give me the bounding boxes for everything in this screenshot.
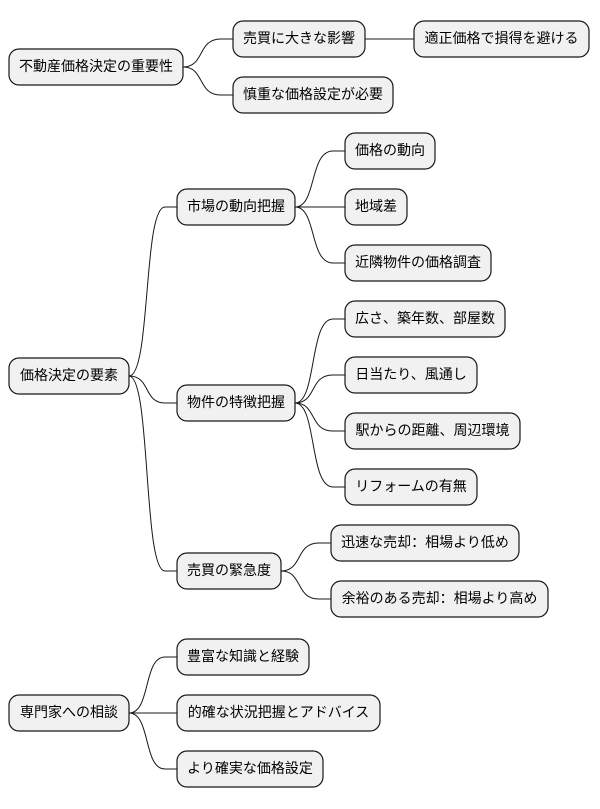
node-price-trend: 価格の動向 [344,132,436,170]
node-size-age-rooms: 広さ、築年数、部屋数 [344,300,506,338]
node-market-trend: 市場の動向把握 [176,188,296,226]
node-big-impact-label: 売買に大きな影響 [243,30,355,47]
node-urgency-label: 売買の緊急度 [187,563,271,579]
node-careful-pricing-label: 慎重な価格設定が必要 [243,87,383,103]
node-sunlight-label: 日当たり、風通し [355,367,466,383]
connector-line [128,375,177,404]
connector-line [294,402,345,488]
root-node-importance-label: 不動産価格決定の重要性 [19,59,173,75]
connector-line [128,656,177,714]
connector-line [182,38,233,68]
connector-line [128,712,177,770]
node-renovation-label: リフォームの有無 [355,479,467,495]
node-avoid-loss-label: 適正価格で損得を避ける [425,30,579,47]
node-avoid-loss: 適正価格で損得を避ける [413,20,590,58]
node-big-impact: 売買に大きな影響 [232,20,366,58]
node-relaxed-sale: 余裕のある売却：相場より高め [330,580,549,618]
node-urgency: 売買の緊急度 [176,552,282,590]
mindmap-edges [128,38,414,770]
node-nearby-survey: 近隣物件の価格調査 [344,244,492,282]
connector-line [294,150,345,208]
node-relaxed-sale-label: 余裕のある売却：相場より高め [342,590,538,607]
node-renovation: リフォームの有無 [344,468,478,506]
node-advice-label: 的確な状況把握とアドバイス [188,705,370,721]
node-property-features-label: 物件の特徴把握 [187,395,285,411]
node-accurate-pricing: より確実な価格設定 [176,750,324,788]
node-price-trend-label: 価格の動向 [355,143,425,159]
root-node-factors-label: 価格決定の要素 [20,368,118,384]
node-accurate-pricing-label: より確実な価格設定 [187,761,313,777]
connector-line [128,206,177,377]
node-station-distance-label: 駅からの距離、周辺環境 [356,422,510,439]
mindmap-nodes: 不動産価格決定の重要性 売買に大きな影響 適正価格で損得を避ける 慎重な価格設定… [8,20,590,788]
connector-line [294,402,345,432]
connector-line [294,374,345,404]
node-sunlight: 日当たり、風通し [344,356,478,394]
node-careful-pricing: 慎重な価格設定が必要 [232,76,394,114]
root-node-importance: 不動産価格決定の重要性 [8,48,184,86]
node-regional-diff-label: 地域差 [355,199,397,215]
root-node-consultation: 専門家への相談 [8,694,130,732]
connector-line [294,206,345,264]
node-market-trend-label: 市場の動向把握 [187,198,285,215]
node-nearby-survey-label: 近隣物件の価格調査 [355,255,481,271]
node-station-distance: 駅からの距離、周辺環境 [344,412,521,450]
root-node-factors: 価格決定の要素 [8,357,130,395]
node-quick-sale: 迅速な売却：相場より低め [330,524,520,562]
connector-line [294,318,345,404]
connector-line [280,570,331,600]
node-size-age-rooms-label: 広さ、築年数、部屋数 [355,311,495,327]
node-knowledge: 豊富な知識と経験 [176,638,310,676]
connector-line [280,542,331,572]
node-advice: 的確な状況把握とアドバイス [176,694,381,732]
node-knowledge-label: 豊富な知識と経験 [187,648,299,665]
connector-line [182,66,233,96]
node-property-features: 物件の特徴把握 [176,384,296,422]
root-node-consultation-label: 専門家への相談 [20,704,118,721]
node-regional-diff: 地域差 [344,188,408,226]
connector-line [128,375,177,572]
node-quick-sale-label: 迅速な売却：相場より低め [341,535,509,551]
